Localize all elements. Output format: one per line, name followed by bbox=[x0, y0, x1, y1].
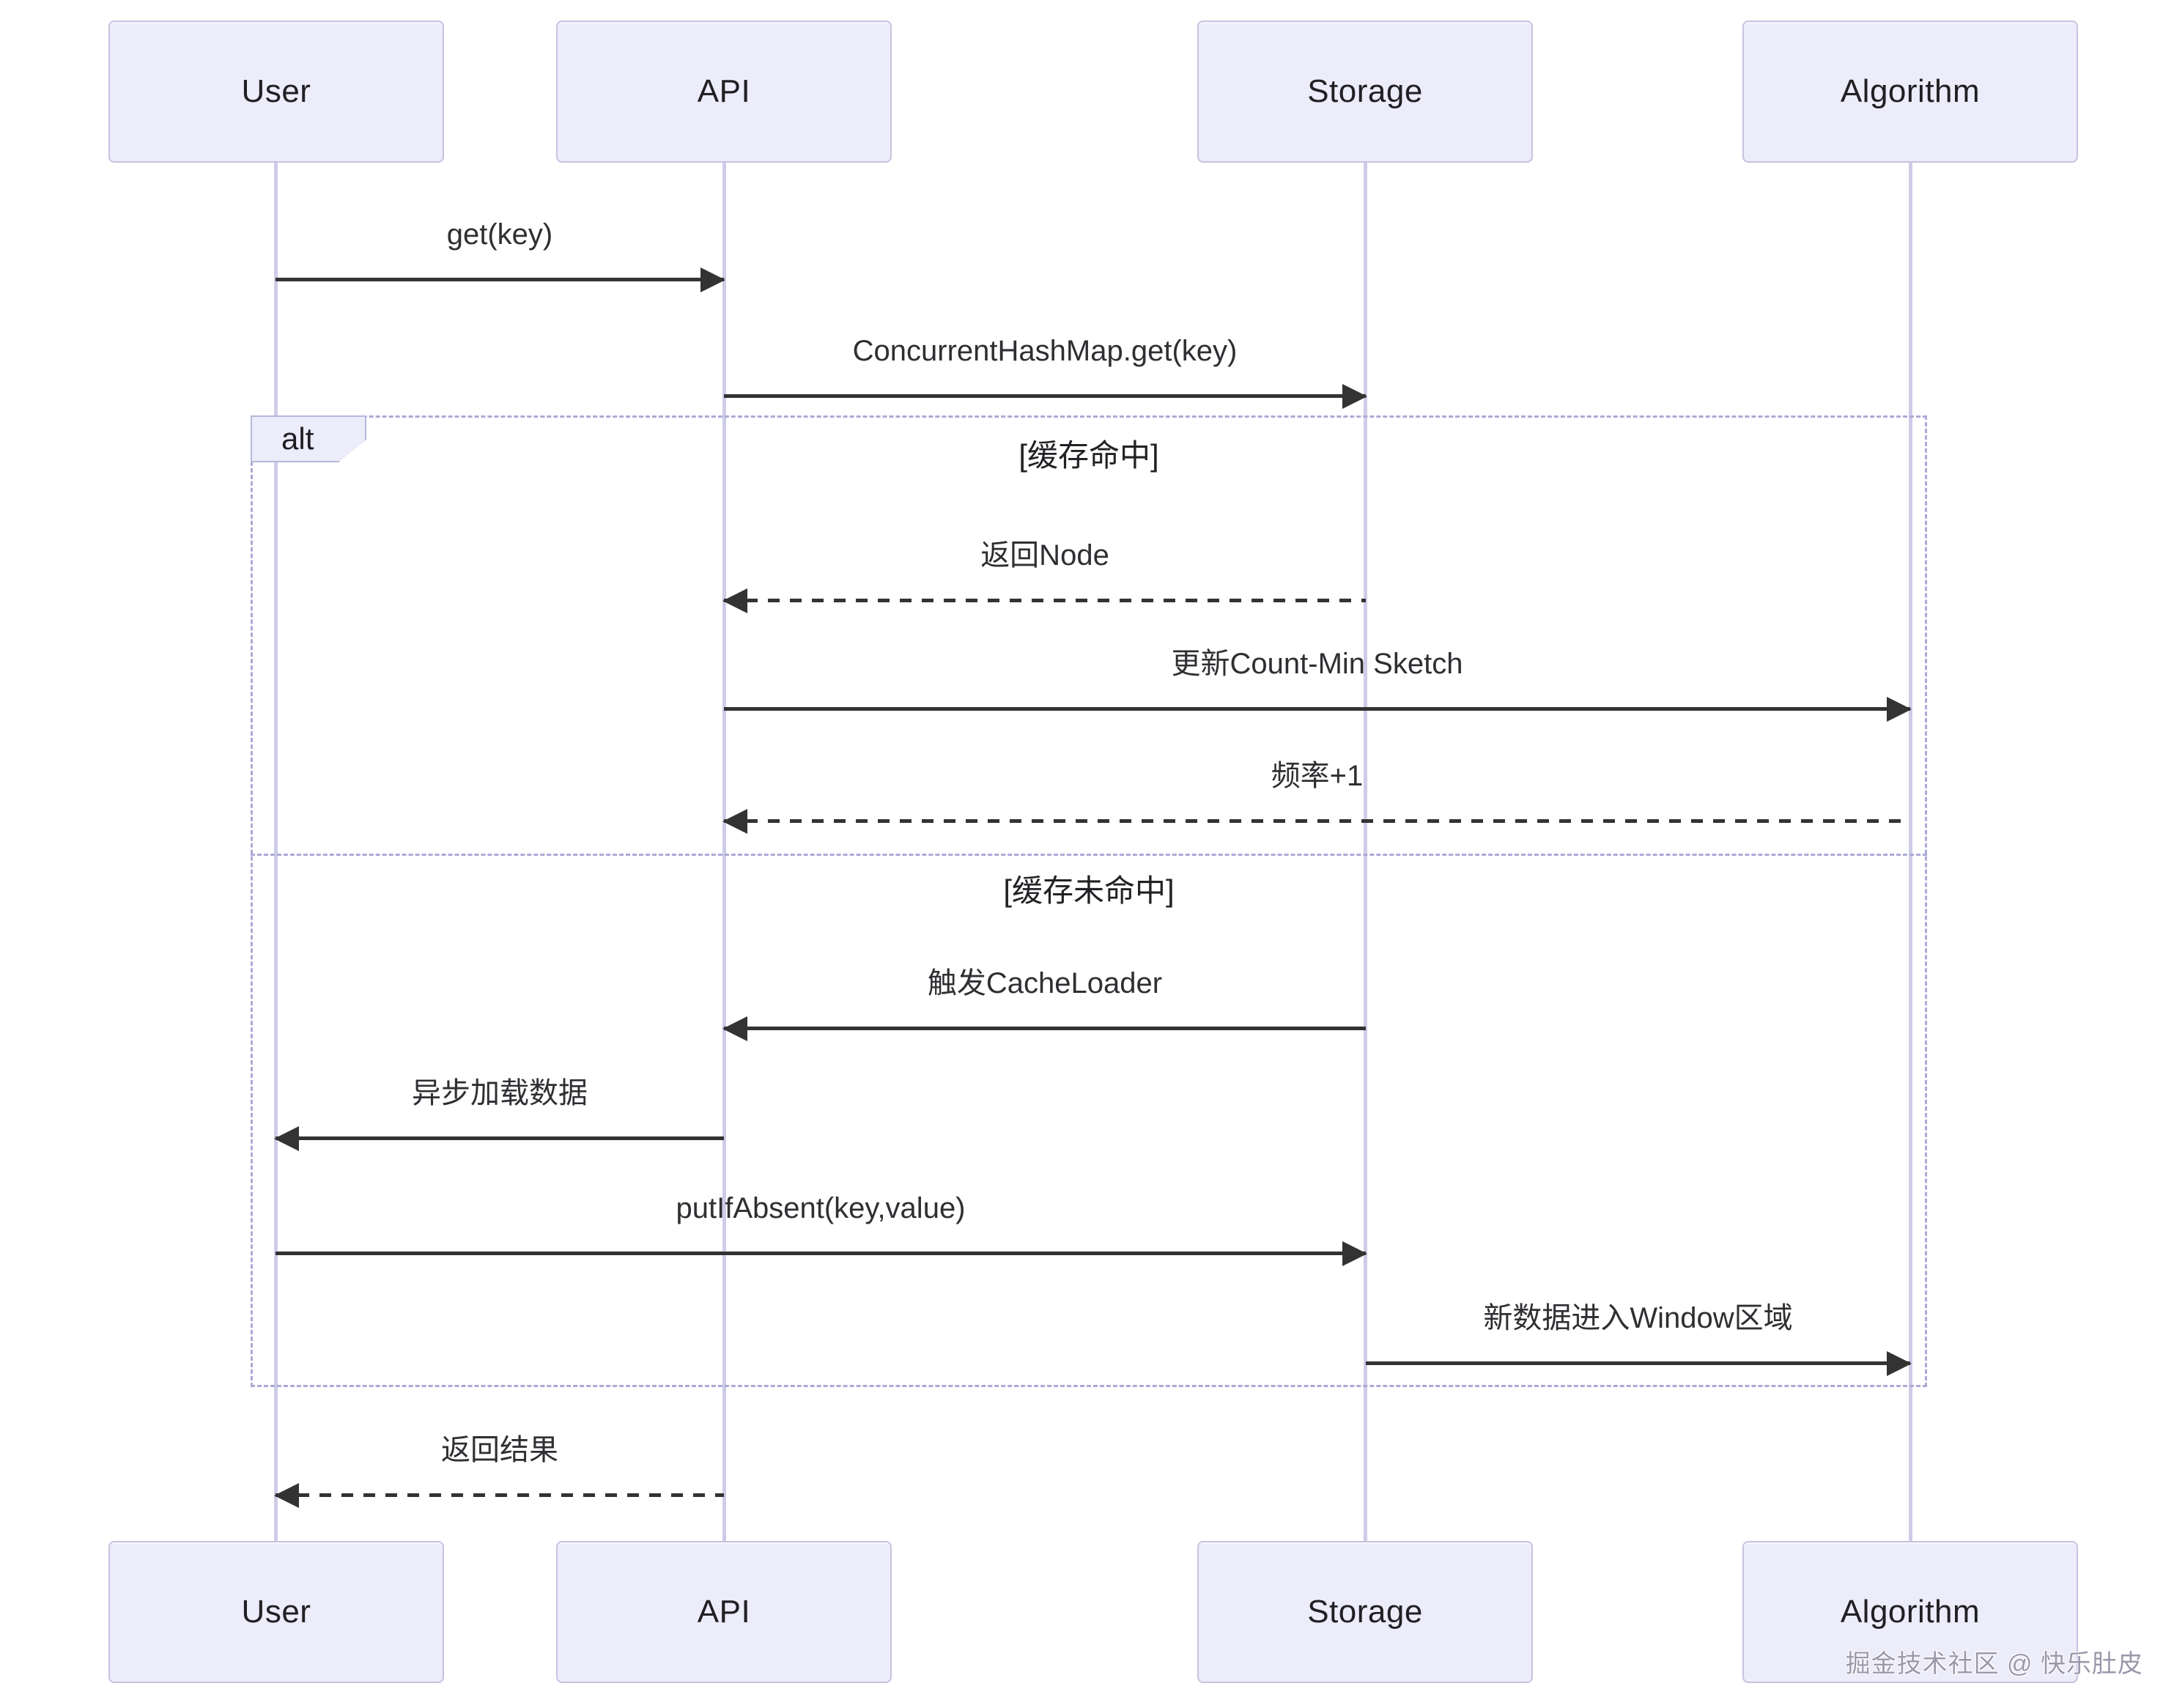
participant-storage-bottom: Storage bbox=[1197, 1541, 1533, 1683]
message-arrow bbox=[1366, 1350, 1912, 1376]
arrowhead-left-icon bbox=[722, 588, 747, 613]
alt-guard-cache-miss: [缓存未命中] bbox=[1003, 873, 1175, 908]
message-label: 触发CacheLoader bbox=[927, 967, 1163, 999]
message-new-data-window: 新数据进入Window区域 bbox=[1366, 1299, 1912, 1376]
participant-storage-top: Storage bbox=[1197, 21, 1533, 163]
alt-fragment-frame bbox=[251, 415, 1927, 1387]
message-arrow bbox=[722, 1016, 1366, 1041]
watermark-text: 掘金技术社区 @ 快乐肚皮 bbox=[1845, 1650, 2143, 1678]
message-arrow bbox=[276, 267, 725, 292]
message-trigger-cacheloader: 触发CacheLoader bbox=[722, 964, 1366, 1041]
arrowhead-right-icon bbox=[1342, 383, 1367, 409]
arrowhead-right-icon bbox=[1342, 1241, 1367, 1266]
message-arrow bbox=[724, 383, 1367, 409]
message-label: 异步加载数据 bbox=[412, 1077, 588, 1109]
message-return-node: 返回Node bbox=[722, 536, 1366, 613]
arrowhead-right-icon bbox=[1887, 696, 1912, 722]
message-label: 频率+1 bbox=[1271, 760, 1364, 792]
message-return-result: 返回结果 bbox=[274, 1431, 724, 1508]
message-label: 新数据进入Window区域 bbox=[1483, 1302, 1793, 1334]
message-label: ConcurrentHashMap.get(key) bbox=[852, 335, 1238, 367]
message-async-load-data: 异步加载数据 bbox=[274, 1074, 724, 1151]
arrowhead-left-icon bbox=[274, 1482, 299, 1508]
participant-algorithm-top: Algorithm bbox=[1742, 21, 2078, 163]
message-arrow bbox=[274, 1125, 724, 1151]
lifeline-storage bbox=[1364, 163, 1367, 1541]
alt-fragment-label: alt bbox=[251, 415, 366, 462]
participant-user-top: User bbox=[108, 21, 444, 163]
participant-api-bottom: API bbox=[556, 1541, 892, 1683]
arrowhead-right-icon bbox=[700, 267, 725, 292]
alt-section-divider bbox=[251, 854, 1927, 856]
lifeline-api bbox=[722, 163, 726, 1541]
message-arrow bbox=[724, 696, 1912, 722]
arrowhead-right-icon bbox=[1887, 1350, 1912, 1376]
message-label: 返回结果 bbox=[441, 1434, 558, 1466]
arrowhead-left-icon bbox=[722, 808, 747, 834]
message-arrow bbox=[722, 808, 1910, 834]
message-update-count-min-sketch: 更新Count-Min Sketch bbox=[724, 645, 1912, 722]
message-put-if-absent: putIfAbsent(key,value) bbox=[276, 1189, 1367, 1266]
message-arrow bbox=[722, 588, 1366, 613]
alt-guard-cache-hit: [缓存命中] bbox=[1018, 438, 1159, 473]
message-concurrenthashmap-get: ConcurrentHashMap.get(key) bbox=[724, 332, 1367, 409]
participant-user-bottom: User bbox=[108, 1541, 444, 1683]
arrowhead-left-icon bbox=[722, 1016, 747, 1041]
message-label: 更新Count-Min Sketch bbox=[1171, 648, 1463, 680]
message-get-key: get(key) bbox=[276, 215, 725, 292]
lifeline-user bbox=[274, 163, 278, 1541]
message-label: get(key) bbox=[446, 218, 553, 251]
arrowhead-left-icon bbox=[274, 1125, 299, 1151]
message-arrow bbox=[274, 1482, 724, 1508]
lifeline-algorithm bbox=[1909, 163, 1912, 1541]
message-label: 返回Node bbox=[980, 539, 1109, 572]
message-arrow bbox=[276, 1241, 1367, 1266]
participant-algorithm-bottom: Algorithm bbox=[1742, 1541, 2078, 1683]
message-frequency-plus-one: 频率+1 bbox=[722, 757, 1910, 834]
message-label: putIfAbsent(key,value) bbox=[676, 1192, 966, 1224]
participant-api-top: API bbox=[556, 21, 892, 163]
